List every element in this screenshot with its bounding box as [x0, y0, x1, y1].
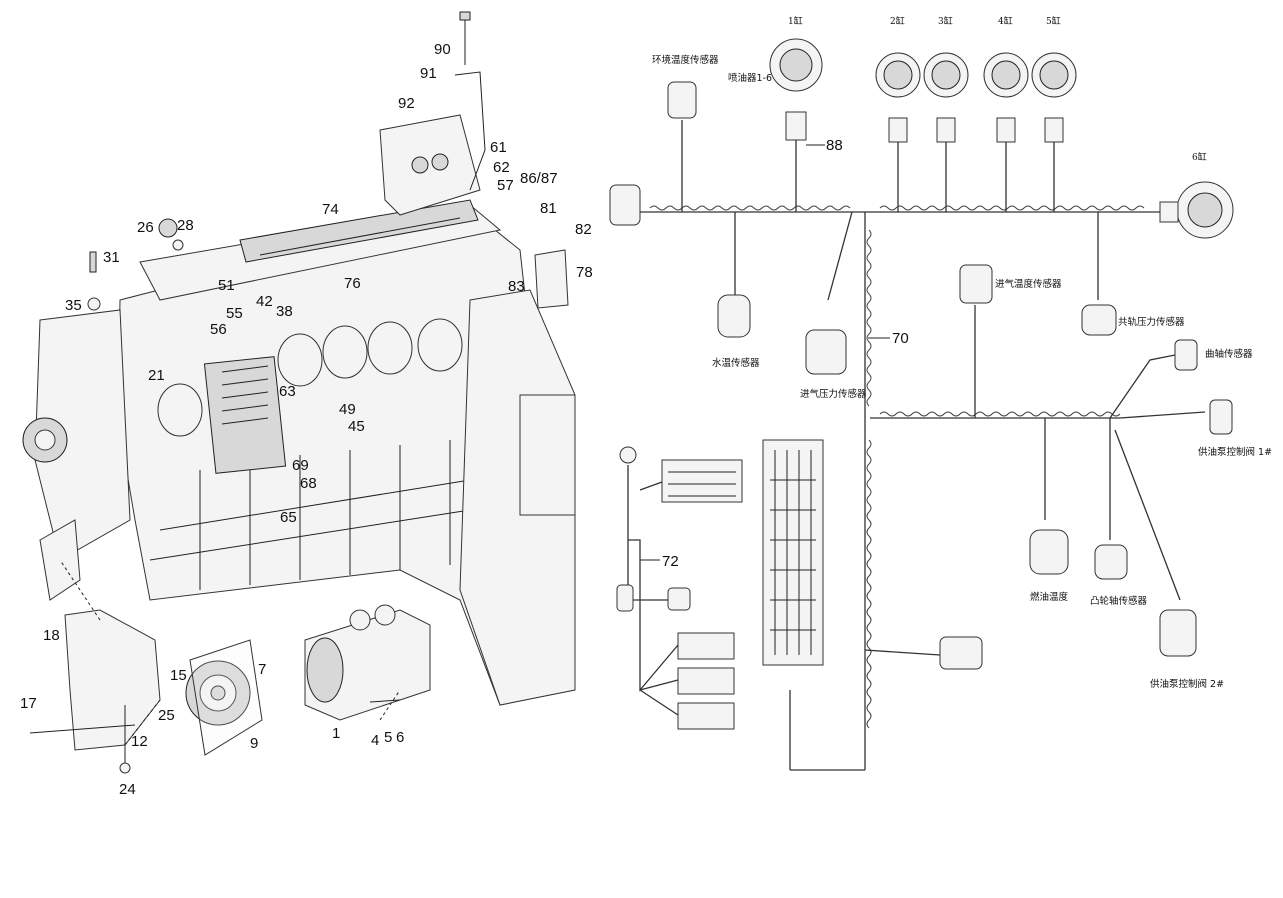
intake-temp-label: 进气温度传感器 — [995, 278, 1062, 290]
part-label: 42 — [256, 293, 273, 310]
ecu-connector-a — [762, 439, 824, 666]
part-label: 21 — [148, 367, 165, 384]
pump-valve-2-connector — [1159, 609, 1197, 657]
part-label: 26 — [137, 219, 154, 236]
part-label: 18 — [43, 627, 60, 644]
wiring-harness — [609, 38, 1234, 771]
part-label: 65 — [280, 509, 297, 526]
cam-connector — [1094, 544, 1128, 580]
cylinder-label-4: 4缸 — [998, 15, 1013, 27]
callout-70: 70 — [892, 330, 909, 347]
rail-pressure-connector — [1081, 304, 1117, 336]
ecu-connector-e — [677, 702, 735, 730]
ecu-connectors — [616, 439, 824, 730]
part-label: 86/87 — [520, 170, 558, 187]
part-label: 78 — [576, 264, 593, 281]
part-label: 51 — [218, 277, 235, 294]
injector-6 — [1159, 181, 1234, 239]
pump-valve-1-connector — [1209, 399, 1233, 435]
engine-part-labels: 90 91 92 61 62 57 86/87 81 82 78 83 74 7… — [20, 41, 593, 798]
fuel-temp-label: 燃油温度 — [1030, 591, 1069, 603]
ecu-module — [203, 356, 287, 474]
part-label: 76 — [344, 275, 361, 292]
part-label: 7 — [258, 661, 266, 678]
water-temp-label: 水温传感器 — [712, 357, 760, 369]
part-label: 83 — [508, 278, 525, 295]
part-label: 68 — [300, 475, 317, 492]
intake-pressure-connector — [805, 329, 847, 375]
ecu-connector-d — [677, 667, 735, 695]
part-label: 55 — [226, 305, 243, 322]
part-label: 63 — [279, 383, 296, 400]
sensor-connectors — [609, 81, 1233, 670]
part-label: 61 — [490, 139, 507, 156]
part-label: 91 — [420, 65, 437, 82]
injector-3 — [923, 52, 969, 143]
injector-5 — [1031, 52, 1077, 143]
part-label: 45 — [348, 418, 365, 435]
injector-connectors — [769, 38, 1234, 239]
ambient-temp-connector — [667, 81, 697, 119]
cam-label: 凸轮轴传感器 — [1090, 595, 1148, 607]
fuel-temp-connector — [1029, 529, 1069, 575]
part-label: 56 — [210, 321, 227, 338]
engine-assembly — [22, 11, 576, 774]
part-label: 24 — [119, 781, 136, 798]
pump-valve-2-label: 供油泵控制阀 2# — [1150, 678, 1224, 690]
part-label: 9 — [250, 735, 258, 752]
part-label: 4 — [371, 732, 379, 749]
part-label: 31 — [103, 249, 120, 266]
main-connector — [609, 184, 641, 226]
part-label: 1 — [332, 725, 340, 742]
callout-72: 72 — [662, 553, 679, 570]
inline-connector — [939, 636, 983, 670]
injector-4 — [983, 52, 1029, 143]
callout-88: 88 — [826, 137, 843, 154]
part-label: 92 — [398, 95, 415, 112]
intake-temp-connector — [959, 264, 993, 304]
rail-pressure-label: 共轨压力传感器 — [1118, 316, 1185, 328]
cylinder-label-1: 1缸 — [788, 15, 803, 27]
part-label: 6 — [396, 729, 404, 746]
part-label: 57 — [497, 177, 514, 194]
pump-valve-1-label: 供油泵控制阀 1# — [1198, 446, 1272, 458]
ecu-connector-b — [661, 459, 743, 503]
part-label: 62 — [493, 159, 510, 176]
cylinder-label-6: 6缸 — [1192, 151, 1207, 163]
intake-pressure-label: 进气压力传感器 — [800, 388, 867, 400]
part-label: 74 — [322, 201, 339, 218]
crank-connector — [1174, 339, 1198, 371]
part-label: 38 — [276, 303, 293, 320]
part-label: 69 — [292, 457, 309, 474]
injector-2 — [875, 52, 921, 143]
part-label: 15 — [170, 667, 187, 684]
cylinder-label-5: 5缸 — [1046, 15, 1061, 27]
injector-1 — [769, 38, 823, 141]
part-label: 35 — [65, 297, 82, 314]
harness-labels: 1缸 2缸 3缸 4缸 5缸 6缸 环境温度传感器 喷油器1-6 水温传感器 进… — [640, 15, 1272, 690]
part-label: 12 — [131, 733, 148, 750]
part-label: 28 — [177, 217, 194, 234]
injector-label: 喷油器1-6 — [728, 72, 772, 84]
part-label: 49 — [339, 401, 356, 418]
cylinder-label-3: 3缸 — [938, 15, 953, 27]
ambient-temp-label: 环境温度传感器 — [652, 54, 719, 66]
part-label: 90 — [434, 41, 451, 58]
water-temp-connector — [717, 294, 751, 338]
part-label: 81 — [540, 200, 557, 217]
crank-label: 曲轴传感器 — [1205, 348, 1253, 360]
ecu-connector-c — [677, 632, 735, 660]
cylinder-label-2: 2缸 — [890, 15, 905, 27]
part-label: 25 — [158, 707, 175, 724]
part-label: 82 — [575, 221, 592, 238]
part-label: 5 — [384, 729, 392, 746]
part-label: 17 — [20, 695, 37, 712]
